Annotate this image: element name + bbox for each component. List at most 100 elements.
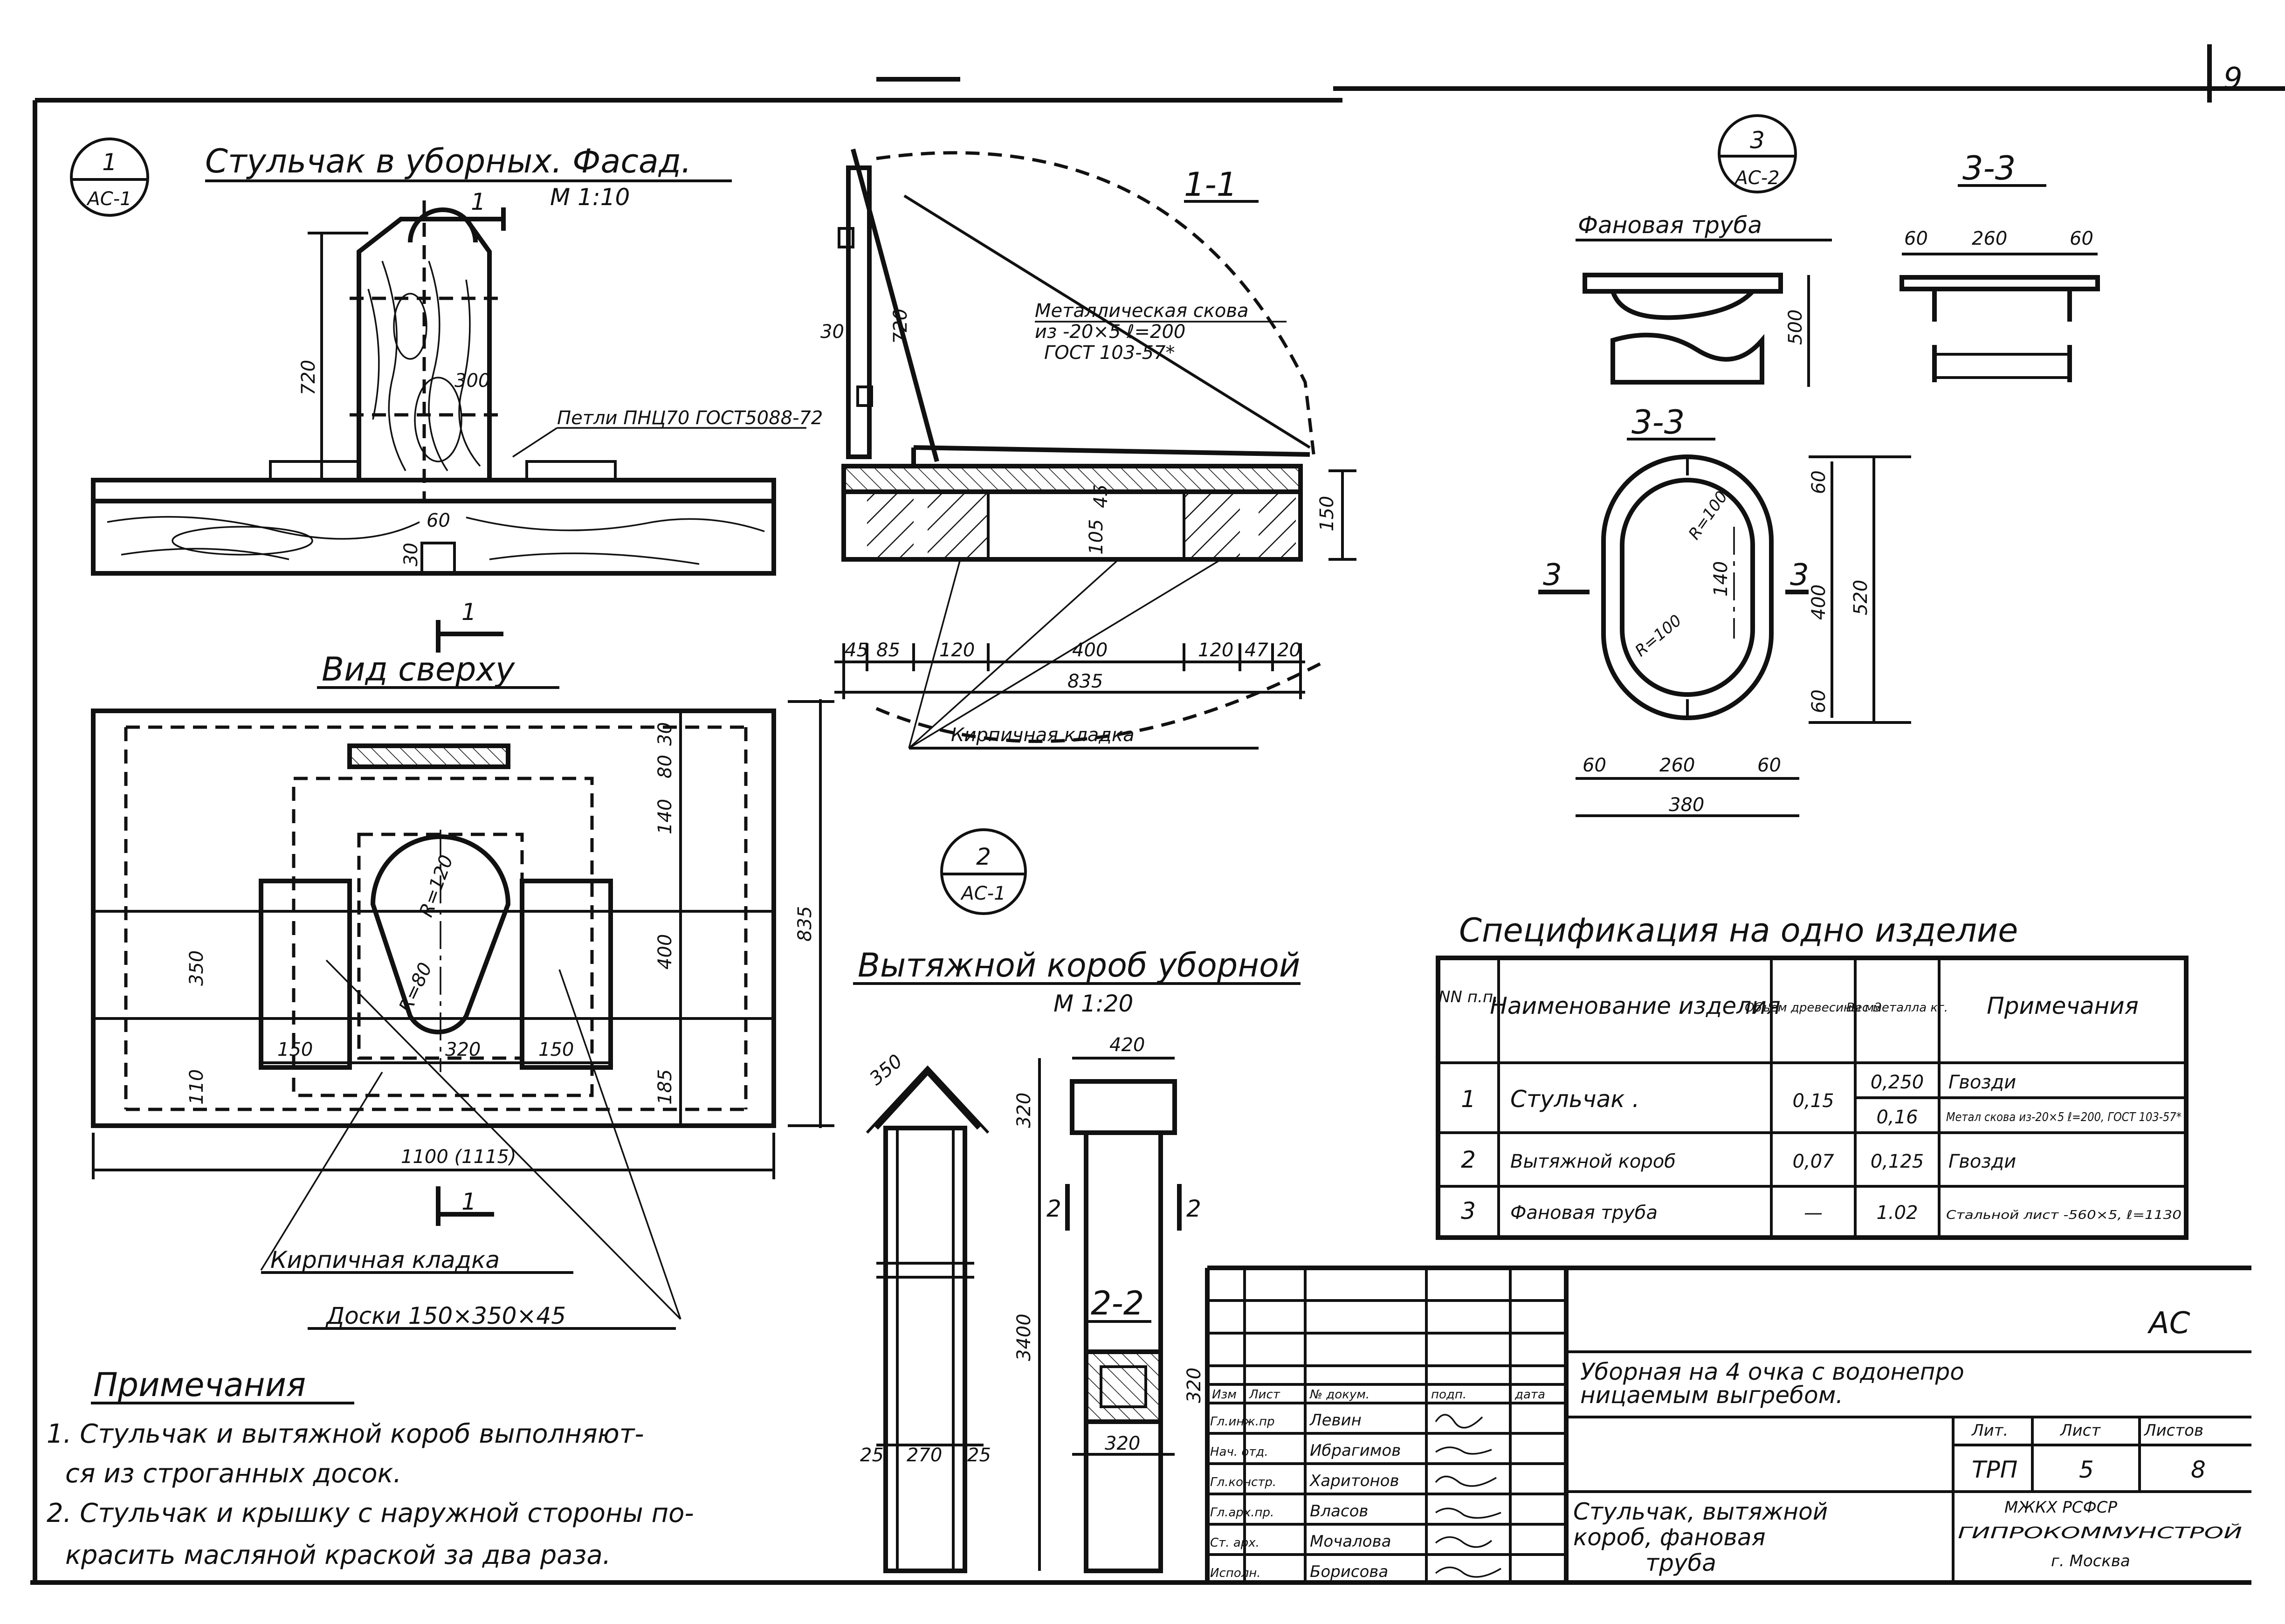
hinge-label: Петли ПНЦ70 ГОСТ5088-72 xyxy=(557,407,823,429)
section-1-1-title: 1-1 xyxy=(1184,165,1237,204)
top-boards-label: Доски 150×350×45 xyxy=(325,1302,566,1329)
s11-bdim-2: 120 xyxy=(939,640,975,661)
top-dim-30: 30 xyxy=(654,722,676,746)
tb-project-2: ницаемым выгребом. xyxy=(1580,1382,1843,1409)
tb-sheet-title-1: Стульчак, вытяжной xyxy=(1573,1498,1828,1525)
tb-role-0: Гл.инж.пр xyxy=(1210,1415,1274,1429)
exhaust-dim-420: 420 xyxy=(1109,1034,1145,1056)
facade-scale: М 1:10 xyxy=(550,184,630,211)
s11-dim-720: 720 xyxy=(890,309,911,344)
top-dim-185: 185 xyxy=(654,1069,676,1105)
top-dim-110: 110 xyxy=(186,1069,207,1105)
oval-r100b: R=100 xyxy=(1631,611,1685,661)
s11-bdim-3: 400 xyxy=(1072,640,1108,661)
tb-name-2: Харитонов xyxy=(1309,1472,1399,1490)
top-dim-80: 80 xyxy=(654,755,676,778)
fan-pipe-flange xyxy=(1583,273,1783,294)
callout-2-sheet: АС-1 xyxy=(960,883,1005,904)
spec-r1-note-a: Гвозди xyxy=(1948,1072,2016,1093)
facade-dim-30: 30 xyxy=(400,543,422,566)
callout-1: 1 АС-1 xyxy=(70,138,149,217)
cut-3-left: 3 xyxy=(1543,558,1562,592)
spec-r3-note: Стальной лист -560×5, ℓ=1130 xyxy=(1946,1208,2182,1222)
s11-bdim-5: 47 xyxy=(1245,640,1268,661)
tb-code: АС xyxy=(2147,1306,2190,1341)
toilet-hole xyxy=(370,834,511,1034)
spec-h-metal: Вес металла кг. xyxy=(1846,1001,1948,1015)
top-dim-150a: 150 xyxy=(277,1039,313,1060)
sec33-title-b: 3-3 xyxy=(1631,403,1685,441)
spec-r2-note: Гвозди xyxy=(1948,1151,2016,1172)
tb-org-2: ГИПРОКОММУНСТРОЙ xyxy=(1958,1523,2242,1542)
notes-heading: Примечания xyxy=(93,1366,306,1404)
s11-dim-105: 105 xyxy=(1086,519,1107,555)
s11-bdim-6: 20 xyxy=(1277,640,1301,661)
s11-bdim-0: 45 xyxy=(845,640,868,661)
bracket-label-2: из -20×5 ℓ=200 xyxy=(1035,321,1185,343)
tb-role-4: Ст. арх. xyxy=(1210,1536,1260,1550)
cut-3-right: 3 xyxy=(1790,558,1809,592)
callout-2: 2 АС-1 xyxy=(940,828,1027,915)
callout-3-sheet: АС-2 xyxy=(1734,167,1779,189)
callout-1-number: 1 xyxy=(102,149,117,176)
exhaust-dim-25a: 25 xyxy=(860,1445,884,1466)
oval-dim-60d: 60 xyxy=(1808,689,1830,713)
sec33-title-a: 3-3 xyxy=(1962,149,2016,187)
lid-handle xyxy=(408,207,478,243)
exhaust-cap-side xyxy=(874,1068,981,1130)
spec-r3-vol: — xyxy=(1804,1202,1823,1224)
section-mark-1-top: 1 xyxy=(471,188,486,215)
top-board-right xyxy=(520,879,613,1070)
exhaust-dim-320: 320 xyxy=(1013,1093,1035,1128)
top-hinge-strip xyxy=(347,743,510,769)
tb-name-0: Левин xyxy=(1309,1411,1362,1430)
spec-r3-metal: 1.02 xyxy=(1876,1202,1918,1224)
top-dim-150b: 150 xyxy=(538,1039,574,1060)
tb-sheets-label: Листов xyxy=(2143,1421,2203,1440)
spec-r1-name: Стульчак . xyxy=(1510,1086,1639,1113)
s11-brick-base xyxy=(841,489,1303,562)
sec22-dim-320w: 320 xyxy=(1105,1433,1140,1454)
note-2a: 2. Стульчак и крышку с наружной стороны … xyxy=(47,1498,694,1528)
view-facade: 1 АС-1 Стульчак в уборных. Фасад. М 1:10… xyxy=(70,138,823,576)
top-brick-label: Кирпичная кладка xyxy=(270,1246,500,1273)
spec-r3-name: Фановая труба xyxy=(1510,1202,1658,1224)
top-r120: R=120 xyxy=(415,852,457,920)
cut-2-left: 2 xyxy=(1046,1195,1061,1222)
exhaust-title: Вытяжной короб уборной xyxy=(858,946,1300,984)
tb-col-izm: Изм xyxy=(1212,1388,1237,1402)
tb-org-1: МЖКХ РСФСР xyxy=(2004,1498,2117,1517)
fan-pipe-oval-outer xyxy=(1601,454,1774,720)
exhaust-dim-350: 350 xyxy=(866,1050,907,1089)
spec-h-note: Примечания xyxy=(1987,992,2139,1019)
oval-dim-380: 380 xyxy=(1669,794,1704,816)
oval-dim-260: 260 xyxy=(1659,755,1695,776)
spec-h-name: Наименование изделия xyxy=(1490,992,1780,1019)
top-seat-outline xyxy=(91,709,776,1128)
view-fan-pipe: 3 АС-2 Фановая труба 500 3-3 60 260 60 3… xyxy=(1538,114,2100,817)
fan-pipe-title: Фановая труба xyxy=(1578,212,1762,239)
tb-stage: ТРП xyxy=(1972,1456,2017,1483)
fan-pipe-oval-inner xyxy=(1620,478,1755,697)
spec-r1-metal-b: 0,16 xyxy=(1876,1107,1918,1128)
top-dim-140: 140 xyxy=(654,799,676,834)
tb-role-2: Гл.констр. xyxy=(1210,1475,1276,1489)
s11-dim-150: 150 xyxy=(1316,496,1338,531)
tb-role-1: Нач. отд. xyxy=(1210,1445,1268,1459)
exhaust-scale: М 1:20 xyxy=(1053,990,1133,1017)
tb-role-5: Исполн. xyxy=(1210,1566,1261,1580)
spec-r2-num: 2 xyxy=(1461,1146,1476,1173)
facade-title: Стульчак в уборных. Фасад. xyxy=(205,142,691,180)
oval-dim-520: 520 xyxy=(1850,580,1872,615)
top-dim-350: 350 xyxy=(186,950,207,986)
view-top: Вид сверху 1 R=120 R=80 150 320 150 350 … xyxy=(91,599,834,1330)
sheet-frame: 9 xyxy=(30,44,2285,1585)
section-2-2-title: 2-2 xyxy=(1091,1284,1144,1322)
tb-org-3: г. Москва xyxy=(2051,1552,2130,1570)
tb-name-1: Ибрагимов xyxy=(1310,1441,1401,1460)
facade-dim-300: 300 xyxy=(454,370,490,392)
oval-dim-60f: 60 xyxy=(1757,755,1781,776)
s11-bdim-4: 120 xyxy=(1198,640,1233,661)
oval-dim-60e: 60 xyxy=(1583,755,1606,776)
